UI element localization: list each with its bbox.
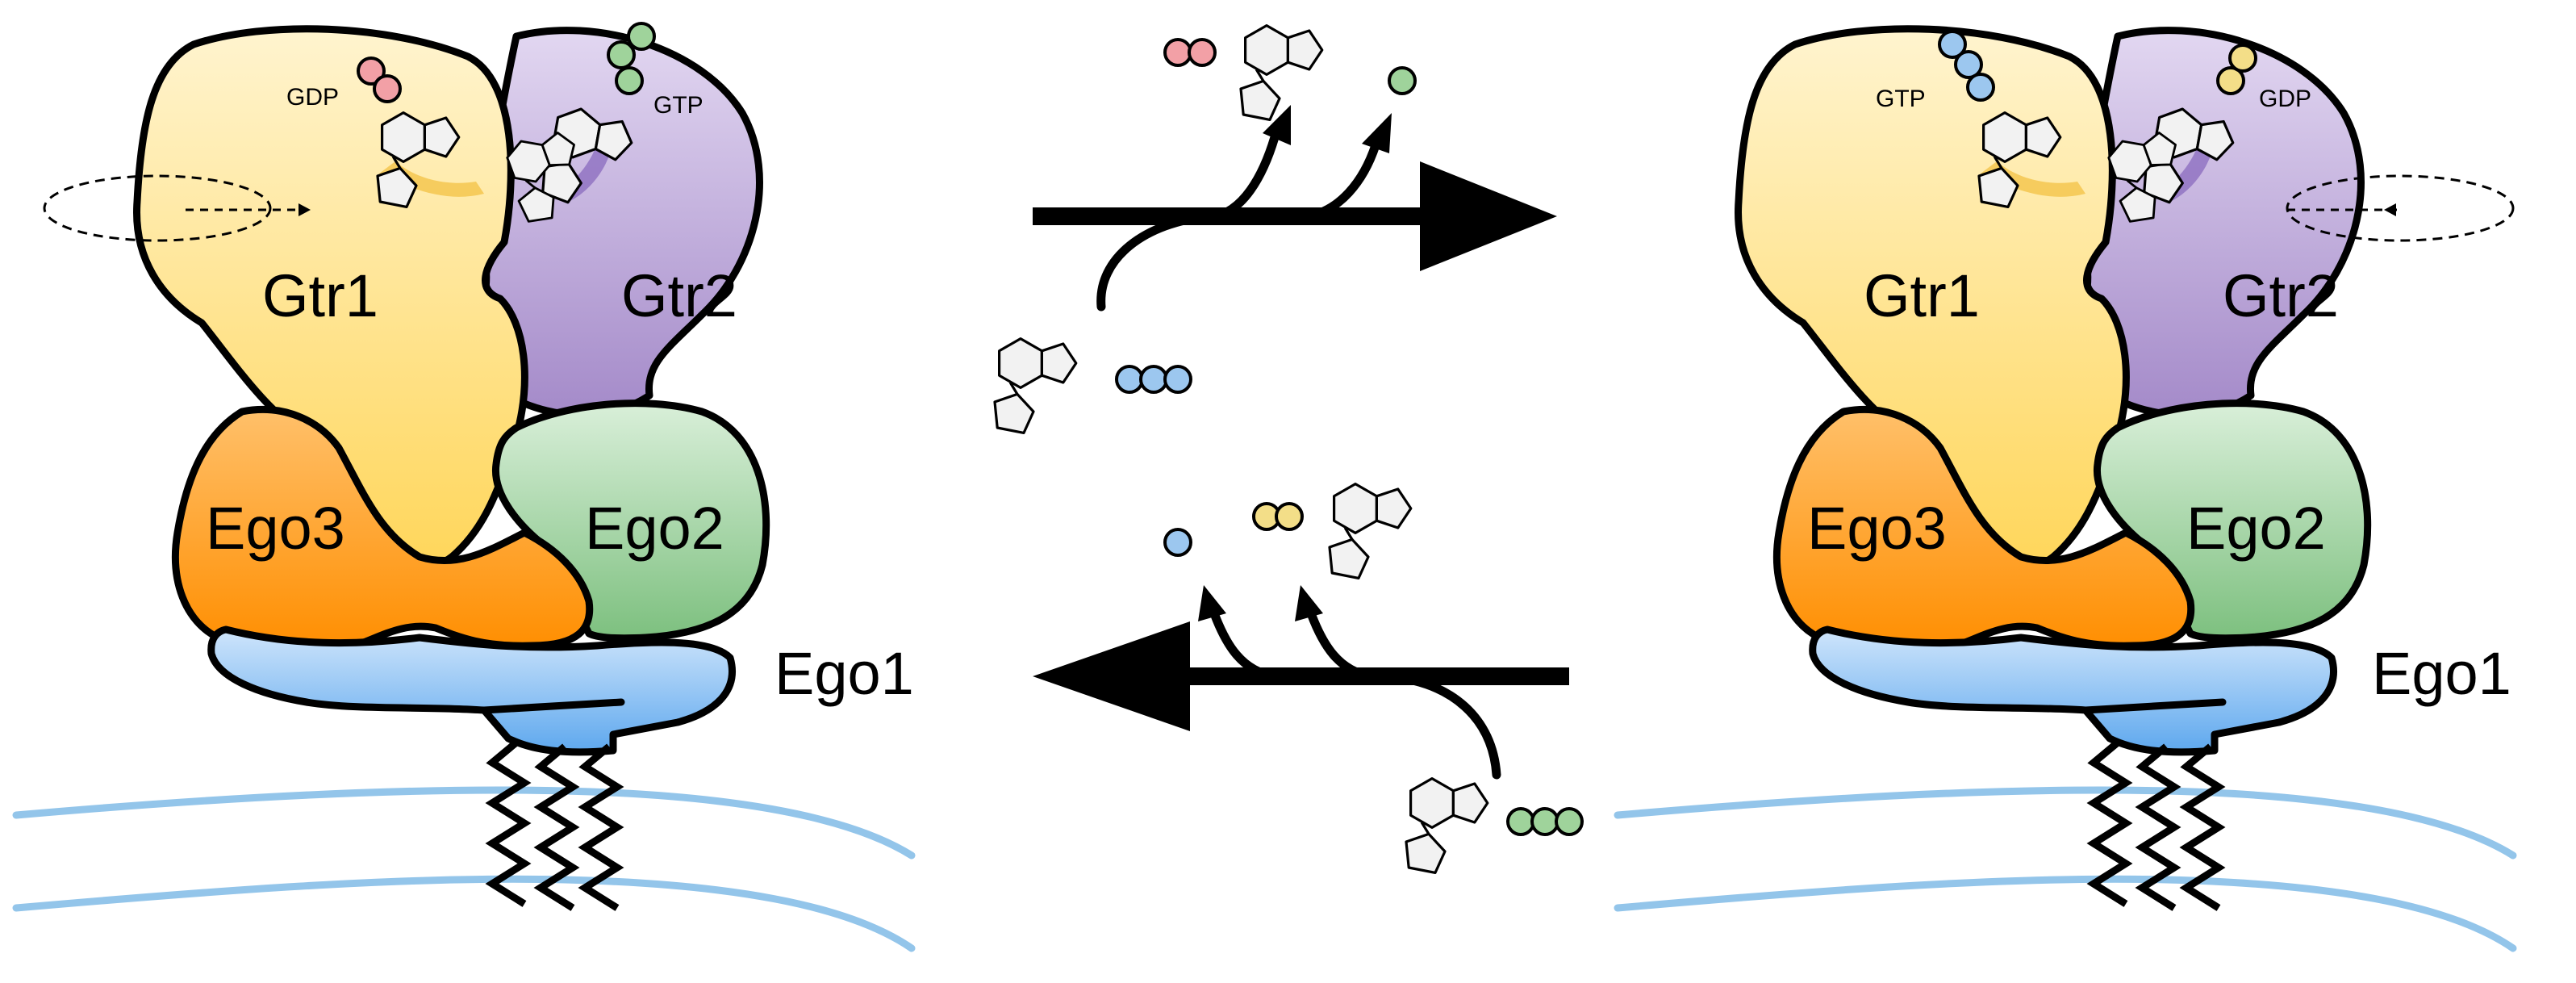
label-gtr2: Gtr2 [2223, 262, 2339, 329]
rotation-indicator [2286, 174, 2515, 242]
right-complex: Gtr1 Gtr2 Ego3 Ego2 Ego1 GTP GDP [1614, 29, 2517, 952]
incoming-gtp [1405, 776, 1584, 875]
gtr2-nucleotide [2100, 44, 2257, 228]
gtr1-nucleotide [1938, 30, 2062, 208]
label-gtr2-nucleotide: GDP [2259, 86, 2311, 112]
rotation-indicator [43, 174, 272, 242]
reverse-reaction-arrow [1033, 482, 1584, 875]
label-ego3: Ego3 [1807, 495, 1947, 562]
label-ego2: Ego2 [585, 495, 724, 562]
gtp-in-curve [1383, 671, 1501, 780]
incoming-gtp [993, 337, 1192, 435]
released-gdp [1163, 24, 1324, 121]
label-gtr1: Gtr1 [1864, 262, 1980, 329]
label-ego1: Ego1 [2372, 640, 2511, 707]
membrane-inner [12, 875, 916, 952]
forward-reaction-arrow [993, 24, 1557, 435]
label-ego3: Ego3 [206, 495, 345, 562]
label-gtr2-nucleotide: GTP [653, 92, 703, 119]
released-phosphate [1163, 528, 1192, 557]
membrane-outer [12, 786, 916, 860]
label-gtr1: Gtr1 [262, 262, 378, 329]
membrane-outer [1614, 786, 2517, 860]
membrane-inner [1614, 875, 2517, 952]
left-complex: Gtr1 Gtr2 Ego3 Ego2 Ego1 GDP GTP [12, 22, 916, 952]
label-gtr2: Gtr2 [621, 262, 737, 329]
gtr2-nucleotide [499, 22, 656, 228]
gtp-in-curve [1096, 211, 1215, 312]
gtr1-nucleotide [357, 56, 461, 208]
label-gtr1-nucleotide: GDP [286, 84, 339, 111]
label-gtr1-nucleotide: GTP [1876, 86, 1926, 112]
label-ego1: Ego1 [774, 640, 914, 707]
released-gdp [1252, 482, 1413, 580]
label-ego2: Ego2 [2186, 495, 2326, 562]
released-phosphate [1388, 66, 1417, 95]
